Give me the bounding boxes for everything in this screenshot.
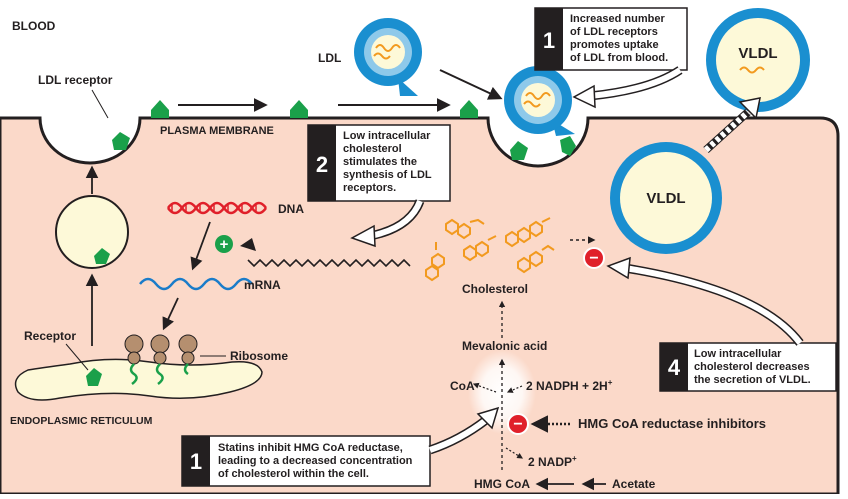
vldl-intracellular-particle <box>610 142 722 254</box>
callout-4-line-3: the secretion of VLDL. <box>694 374 811 386</box>
ldl-to-receptor-arrow <box>439 69 503 100</box>
surface-receptor-3 <box>460 100 478 118</box>
vldl-secreted-particle <box>706 8 810 112</box>
reductase-inhibition-sign-text: − <box>513 416 522 433</box>
callout-1: 1 Statins inhibit HMG CoA reductase, lea… <box>181 435 431 487</box>
ldl-receptor-pointer <box>91 89 109 119</box>
callout-3-line-3: promotes uptake <box>570 39 659 51</box>
nadp-release-arrow <box>505 447 524 459</box>
ribosome-label: Ribosome <box>230 349 288 363</box>
callout-3: 1 Increased number of LDL receptors prom… <box>534 7 688 71</box>
ldl-pit-receptor-right <box>560 136 576 156</box>
ldl-label: LDL <box>318 51 341 65</box>
mrna-label: mRNA <box>244 278 281 292</box>
ldl-bound-particle <box>504 66 575 136</box>
callout-2-line-5: receptors. <box>343 182 396 194</box>
ldl-receptor-label: LDL receptor <box>38 73 113 87</box>
pit-receptor <box>112 132 130 150</box>
receptor-label: Receptor <box>24 329 76 343</box>
receptor-pointer <box>65 343 89 371</box>
endoplasmic-reticulum-label: ENDOPLASMIC RETICULUM <box>10 415 153 427</box>
er-receptor <box>86 368 102 386</box>
nadph-label: 2 NADPH + 2H+ <box>526 378 613 393</box>
callout-4: 4 Low intracellular cholesterol decrease… <box>659 342 837 392</box>
callout-1-line-2: leading to a decreased concentration <box>218 455 413 467</box>
vesicle-receptor <box>94 248 110 264</box>
vldl-secreted-label: VLDL <box>738 45 777 62</box>
callout-4-number: 4 <box>668 355 681 380</box>
callout-2-line-2: cholesterol <box>343 143 402 155</box>
ldl-particle <box>354 18 422 96</box>
hmg-coa-label: HMG CoA <box>474 477 530 491</box>
callout-3-line-2: of LDL receptors <box>570 26 658 38</box>
callout-2-line-3: stimulates the <box>343 156 417 168</box>
acetate-label: Acetate <box>612 477 656 491</box>
callout-4-line-2: cholesterol decreases <box>694 361 810 373</box>
surface-receptor-1 <box>151 100 169 118</box>
mevalonic-acid-label: Mevalonic acid <box>462 339 547 353</box>
callout-1-line-3: of cholesterol within the cell. <box>218 468 369 480</box>
callout-1-line-1: Statins inhibit HMG CoA reductase, <box>218 442 403 454</box>
dna-helix <box>166 201 268 215</box>
cholesterol-molecules <box>425 217 555 282</box>
callout-3-line-4: of LDL from blood. <box>570 52 668 64</box>
surface-receptor-2 <box>290 100 308 118</box>
hmg-inhibitors-label: HMG CoA reductase inhibitors <box>578 416 766 431</box>
blood-label: BLOOD <box>12 19 56 33</box>
transport-vesicle <box>55 195 129 269</box>
reductase-inhibition-sign <box>507 413 529 435</box>
stimulation-sign <box>215 235 233 253</box>
ribosome-group <box>124 334 198 385</box>
mrna-strand <box>139 277 253 291</box>
plasma-membrane-label-text: PLASMA MEMBRANE <box>160 125 274 137</box>
ldl-pit-receptor-left <box>510 141 528 160</box>
callout-2: 2 Low intracellular cholesterol stimulat… <box>307 124 451 202</box>
callout-3-number: 1 <box>543 28 555 53</box>
endoplasmic-reticulum <box>14 358 263 401</box>
cholesterol-label: Cholesterol <box>462 282 528 296</box>
callout-1-number: 1 <box>190 449 202 474</box>
callout-4-line-1: Low intracellular <box>694 348 782 360</box>
nadph-use-arrow <box>506 385 523 393</box>
callout-2-line-1: Low intracellular <box>343 130 431 142</box>
stimulation-sign-text: + <box>220 236 229 253</box>
callout-2-number: 2 <box>316 152 328 177</box>
coa-label: CoA <box>450 379 475 393</box>
callout-2-line-4: synthesis of LDL <box>343 169 432 181</box>
dna-to-mrna-arrow <box>190 221 211 271</box>
mrna-to-ribosome-arrow <box>162 297 179 331</box>
dna-label: DNA <box>278 202 304 216</box>
vldl-inhibition-sign-text: − <box>589 250 598 267</box>
vldl-intracellular-label: VLDL <box>646 190 685 207</box>
nadp-label: 2 NADP+ <box>528 454 577 469</box>
low-cholesterol-signal-arrow <box>247 258 411 268</box>
callout-3-line-1: Increased number <box>570 13 665 25</box>
vldl-inhibition-sign <box>583 247 605 269</box>
